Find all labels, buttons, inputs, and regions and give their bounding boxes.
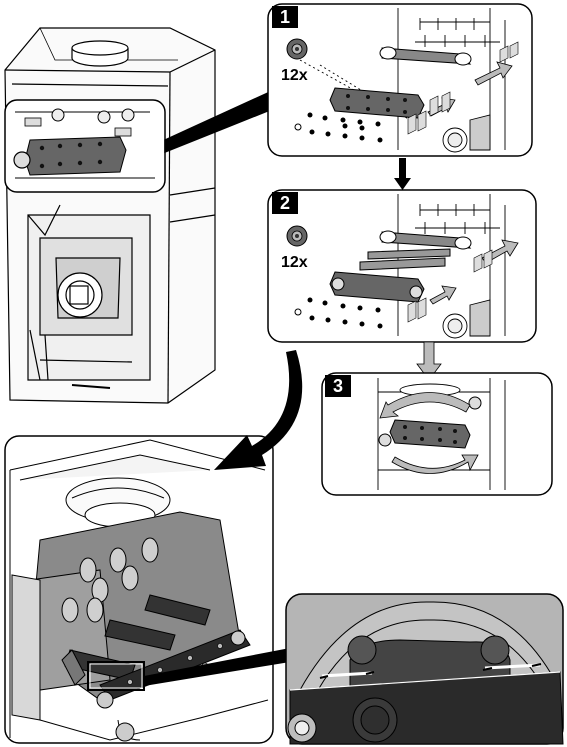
- step-2-panel: 12x 2: [267, 189, 537, 343]
- step-2-badge: [272, 192, 298, 214]
- detail-callout-connector: [144, 648, 290, 686]
- step-2-quantity: 12x: [281, 254, 308, 271]
- curved-arrow-icon: [214, 350, 303, 470]
- step-3-badge: [325, 375, 351, 397]
- gap-indicator: [319, 663, 542, 679]
- nut-icon: [286, 38, 308, 60]
- rotate-arrow-icon: [391, 454, 479, 474]
- nut-icon: [286, 225, 308, 247]
- step-3-panel: 3: [321, 372, 553, 496]
- stove-overview: [4, 27, 216, 404]
- step-1-quantity: 12x: [281, 67, 308, 84]
- gasket-detail-zoom: [285, 593, 564, 745]
- arrow-down-icon: [394, 158, 411, 190]
- step-1-badge: [272, 6, 298, 28]
- step-2-number: 2: [280, 193, 290, 213]
- firebox-cutaway: [4, 435, 274, 744]
- rotate-arrow-icon: [379, 392, 471, 419]
- step-1-number: 1: [280, 7, 290, 27]
- step-3-number: 3: [333, 376, 343, 396]
- stove-zoom-callout: [4, 90, 271, 193]
- step-1-panel: 12x 1: [267, 3, 533, 157]
- arrow-down-icon: [416, 341, 442, 381]
